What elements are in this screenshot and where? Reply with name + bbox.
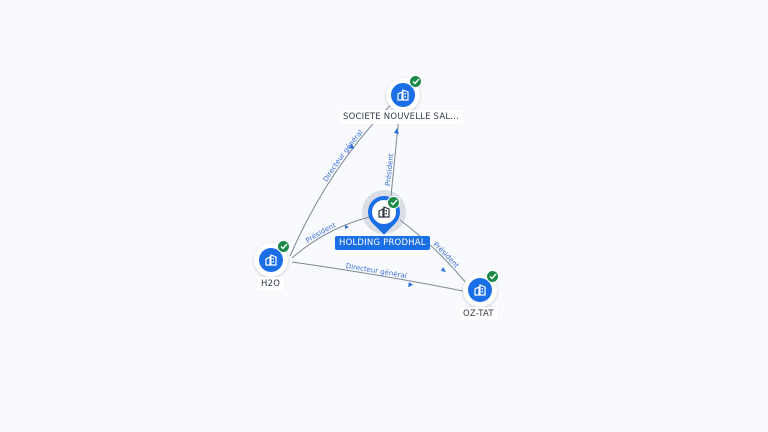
node-label: H2O [257,277,285,291]
svg-text:Président: Président [432,241,461,270]
building-icon [474,284,486,296]
edge-label: Président [384,153,395,187]
node-label: SOCIETE NOUVELLE SAL... [339,110,463,124]
center-node-label[interactable]: HOLDING PRODHAL [335,236,430,250]
svg-text:Directeur général: Directeur général [322,129,365,184]
arrow-icon [441,267,446,272]
verified-check-icon [277,240,290,253]
edge-h2o-oztat: Directeur général [291,261,469,293]
svg-text:Président: Président [304,221,337,245]
building-icon [265,254,277,266]
svg-text:Directeur général: Directeur général [345,262,407,280]
edge-center-oztat: Président [399,219,471,289]
arrow-icon [394,128,399,134]
edge-label: Président [432,241,461,270]
node-label: OZ-TAT [459,307,498,321]
edge-center-societe: Président [384,115,400,197]
svg-text:Président: Président [384,153,395,187]
arrow-icon [349,143,354,149]
edge-label: Directeur général [322,129,365,184]
building-icon [378,206,390,218]
verified-check-icon [387,196,400,209]
node-h2o[interactable] [254,240,290,277]
arrow-icon [345,225,349,229]
building-icon [397,89,409,101]
node-oztat[interactable] [463,270,499,307]
node-societe[interactable] [386,75,422,112]
verified-check-icon [409,75,422,88]
arrow-icon [408,282,413,287]
edge-label: Directeur général [345,262,407,280]
edge-label: Président [304,221,337,245]
verified-check-icon [486,270,499,283]
